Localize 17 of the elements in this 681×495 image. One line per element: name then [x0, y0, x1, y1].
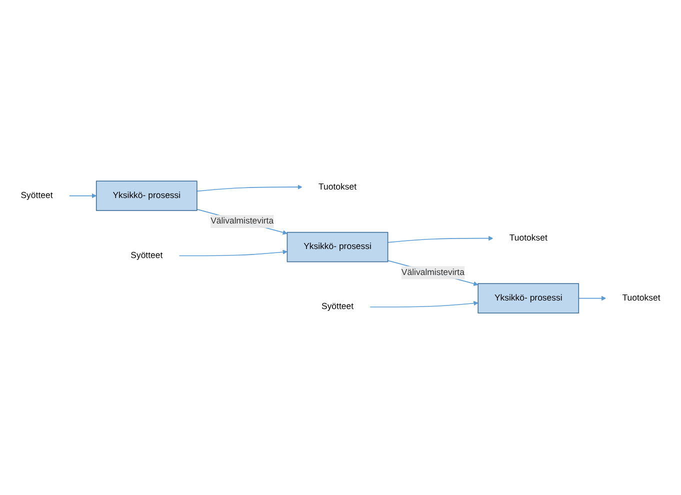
arrow — [578, 296, 606, 302]
edge-label: Välivalmistevirta — [210, 216, 274, 226]
node-text: Syötteet — [130, 251, 163, 261]
arrow — [387, 236, 494, 244]
node-text: Syötteet — [20, 191, 53, 201]
arrow — [178, 250, 288, 257]
node-box: Yksikkö- prosessi — [96, 181, 198, 212]
arrow — [196, 185, 302, 192]
node-text: Tuotokset — [509, 234, 548, 244]
node-text: Tuotokset — [622, 294, 660, 304]
node-box: Yksikkö- prosessi — [286, 232, 388, 263]
arrow — [369, 301, 478, 308]
edge-label: Välivalmistevirta — [401, 268, 464, 278]
node-box: Yksikkö- prosessi — [478, 284, 580, 314]
node-text: Syötteet — [322, 302, 354, 312]
node-text: Tuotokset — [318, 182, 357, 192]
arrow — [68, 194, 97, 199]
